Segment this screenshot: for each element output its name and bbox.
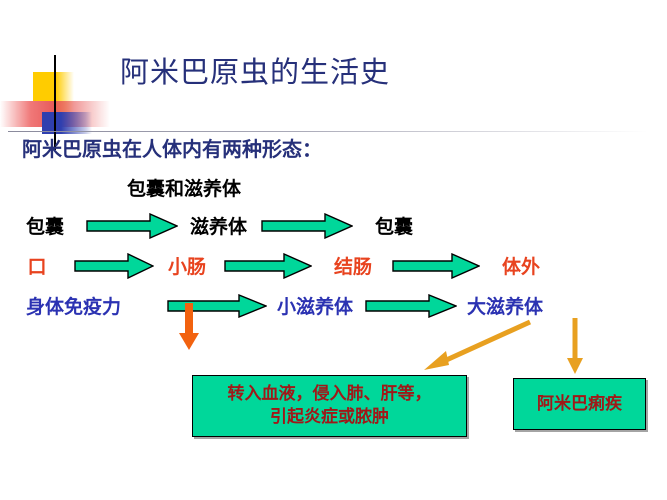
flow-row-trophozoite: 身体免疫力 小滋养体 大滋养体 — [26, 292, 543, 319]
arrow-right-green-block-icon — [86, 212, 179, 239]
result-box-abscess-line2: 引起炎症或脓肿 — [270, 407, 389, 427]
flow-row-location: 口 小肠 结肠 体外 — [26, 252, 540, 279]
result-box-dysentery-label: 阿米巴痢疾 — [537, 393, 622, 414]
result-box-dysentery: 阿米巴痢疾 — [513, 378, 646, 430]
result-box-abscess: 转入血液，侵入肺、肝等， 引起炎症或脓肿 — [192, 375, 467, 437]
forms-label: 包囊和滋养体 — [127, 178, 242, 200]
deco-vertical-line — [54, 55, 56, 150]
arrow-right-green-block-icon — [392, 252, 481, 279]
flow-node: 滋养体 — [190, 216, 248, 238]
flow-row-morphology: 包囊 滋养体 包囊 — [26, 212, 413, 239]
flow-node: 小滋养体 — [277, 296, 354, 318]
arrow-right-green-block-icon — [167, 293, 268, 318]
flow-node: 口 — [27, 256, 47, 278]
title-divider — [8, 131, 648, 132]
arrow-right-green-block-icon — [74, 252, 154, 279]
flow-node: 包囊 — [26, 216, 65, 238]
arrow-down-orange-icon — [178, 303, 200, 355]
flow-node: 大滋养体 — [467, 296, 544, 318]
arrow-down-left-orange-icon — [416, 318, 534, 380]
arrow-down-orange-icon — [565, 318, 585, 379]
arrow-right-green-block-icon — [261, 212, 354, 239]
arrow-right-green-block-icon — [365, 293, 458, 318]
slide-title: 阿米巴原虫的生活史 — [120, 55, 391, 89]
result-box-abscess-line1: 转入血液，侵入肺、肝等， — [227, 384, 432, 405]
flow-node: 身体免疫力 — [26, 296, 122, 318]
flow-node: 包囊 — [375, 216, 414, 238]
slide-subtitle: 阿米巴原虫在人体内有两种形态： — [22, 137, 322, 161]
flow-node: 体外 — [502, 256, 541, 278]
arrow-right-green-block-icon — [224, 252, 313, 279]
flow-node: 小肠 — [168, 256, 207, 278]
flow-node: 结肠 — [334, 256, 373, 278]
title-decoration — [0, 55, 150, 150]
